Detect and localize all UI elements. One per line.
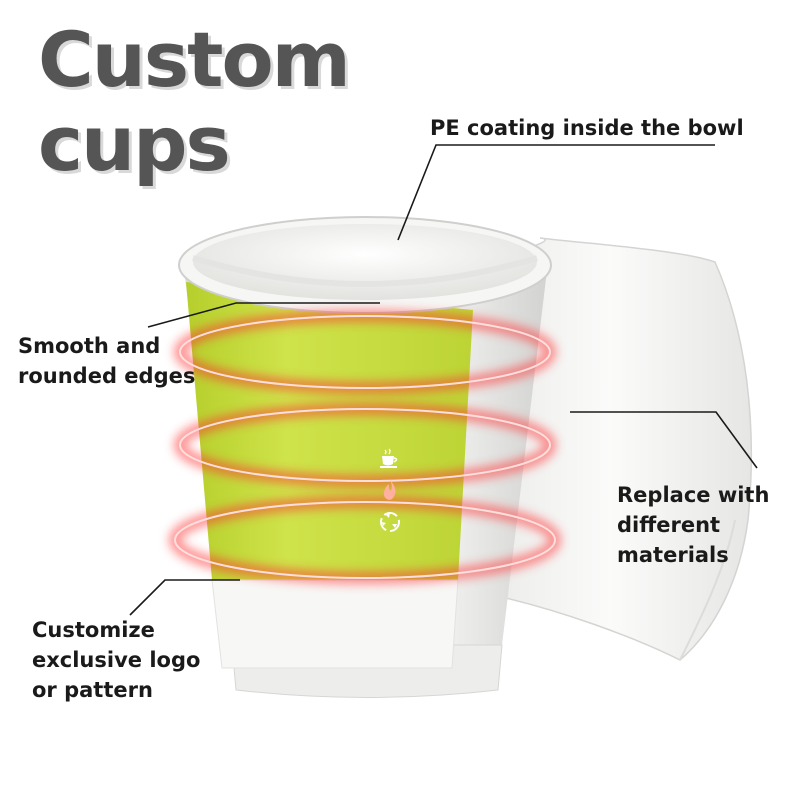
flame-icon [383,480,396,500]
callout-line: materials [617,543,729,567]
callout-lines [129,144,758,616]
title-line-1: Custom [38,15,351,104]
callout-line: Customize [32,618,155,642]
glow-rings [169,310,561,584]
title-line-2: cups [38,99,231,188]
callout-pe-coating: PE coating inside the bowl [430,113,744,143]
callout-replace-materials: Replace with different materials [617,480,769,570]
callout-line: exclusive logo [32,648,201,672]
recycle-icon [380,512,400,532]
callout-smooth-edges: Smooth and rounded edges [18,331,195,391]
callout-line: different [617,513,721,537]
callout-customize-logo: Customize exclusive logo or pattern [32,615,200,705]
callout-line: or pattern [32,678,153,702]
callout-line: rounded edges [18,364,196,388]
coffee-cup-icon [380,448,398,468]
callout-line: Replace with [617,483,770,507]
callout-line: PE coating inside the bowl [430,116,744,140]
callout-line: Smooth and [18,334,161,358]
page-title: Custom cups [38,15,351,188]
